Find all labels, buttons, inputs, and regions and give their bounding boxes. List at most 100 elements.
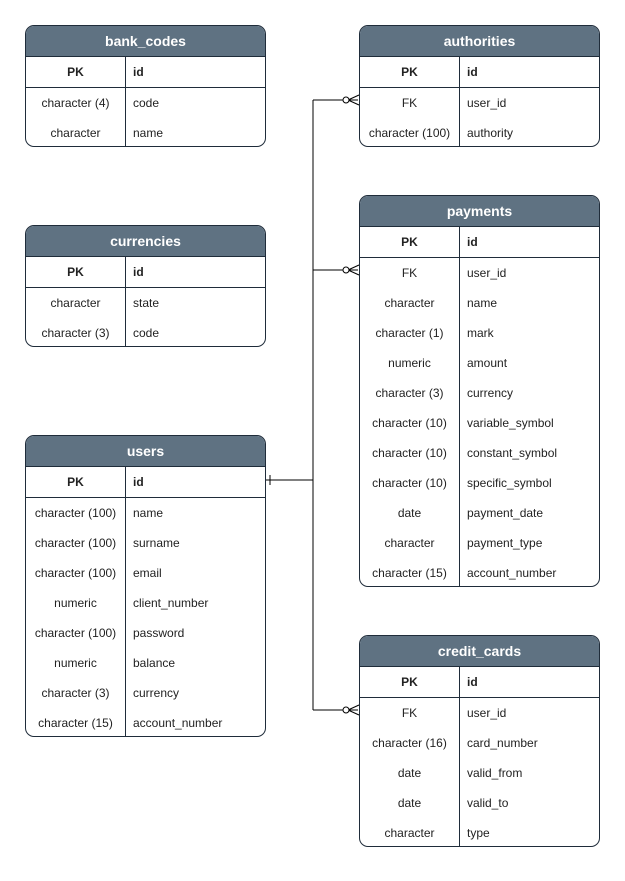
optional-marker-authorities [342, 96, 350, 104]
column-name: account_number [467, 566, 557, 580]
column-divider [125, 466, 126, 736]
column-name: valid_to [467, 796, 509, 810]
column-name: constant_symbol [467, 446, 558, 460]
column-name: specific_symbol [467, 476, 552, 490]
column-type: character (100) [34, 566, 117, 580]
column-type: character [384, 536, 435, 550]
column-type: numeric [54, 656, 97, 670]
column-name: id [467, 675, 478, 689]
column-type: PK [67, 265, 84, 279]
optional-marker-credit-cards [342, 706, 350, 714]
column-name: id [467, 65, 478, 79]
connector-users-trunk [266, 100, 314, 710]
column-row: character payment_type [360, 528, 599, 558]
crowfoot-credit-cards [347, 704, 360, 716]
column-name: name [467, 296, 498, 310]
column-type: PK [401, 235, 418, 249]
column-name: authority [467, 126, 514, 140]
column-name: code [133, 326, 160, 340]
column-type: FK [401, 266, 418, 280]
column-type: character (100) [368, 126, 451, 140]
column-divider [459, 666, 460, 846]
column-type: character (3) [41, 686, 110, 700]
column-type: PK [401, 675, 418, 689]
column-name: amount [467, 356, 508, 370]
column-row: character (100) password [26, 618, 265, 648]
column-type: numeric [388, 356, 431, 370]
column-type: character (3) [41, 326, 110, 340]
column-type: character (4) [41, 96, 110, 110]
table-title: currencies [26, 226, 265, 257]
column-row: FK user_id [360, 698, 599, 728]
column-type: character [384, 296, 435, 310]
column-name: user_id [467, 96, 507, 110]
column-type: character (100) [34, 626, 117, 640]
column-type: character (15) [372, 566, 447, 580]
column-type: numeric [54, 596, 97, 610]
column-row: character (3)currency [360, 378, 599, 408]
column-row: character name [360, 288, 599, 318]
column-row: character type [360, 818, 599, 846]
column-type: date [397, 766, 422, 780]
column-type: character (3) [375, 386, 444, 400]
column-name: id [133, 475, 144, 489]
column-type: character (10) [372, 476, 447, 490]
column-name: name [133, 506, 164, 520]
column-row: FK user_id [360, 88, 599, 118]
column-name: id [133, 65, 144, 79]
column-name: user_id [467, 706, 507, 720]
column-type: FK [401, 706, 418, 720]
column-type: character (100) [34, 506, 117, 520]
column-row: character (100) email [26, 558, 265, 588]
column-name: account_number [133, 716, 223, 730]
column-name: mark [467, 326, 494, 340]
column-name: variable_symbol [467, 416, 554, 430]
table-title: credit_cards [360, 636, 599, 667]
column-row: character (10)variable_symbol [360, 408, 599, 438]
column-name: payment_date [467, 506, 544, 520]
column-type: PK [67, 65, 84, 79]
column-type: date [397, 796, 422, 810]
column-divider [459, 226, 460, 586]
column-name: code [133, 96, 160, 110]
column-name: user_id [467, 266, 507, 280]
column-row: character (3)currency [26, 678, 265, 708]
column-row: date valid_to [360, 788, 599, 818]
column-type: FK [401, 96, 418, 110]
column-row: date payment_date [360, 498, 599, 528]
column-row: character (15) account_number [360, 558, 599, 586]
column-name: name [133, 126, 164, 140]
table-title: payments [360, 196, 599, 227]
column-divider [459, 56, 460, 146]
column-row: character (4) code [26, 88, 265, 118]
column-row: character (3) code [26, 318, 265, 346]
column-name: state [133, 296, 160, 310]
column-row: character (100) name [26, 498, 265, 528]
column-name: surname [133, 536, 180, 550]
column-name: email [133, 566, 162, 580]
column-row: character (1)mark [360, 318, 599, 348]
column-name: password [133, 626, 185, 640]
column-type: date [397, 506, 422, 520]
column-type: PK [401, 65, 418, 79]
column-type: character [50, 296, 101, 310]
column-row: character (16)card_number [360, 728, 599, 758]
column-row: character (15)account_number [26, 708, 265, 736]
optional-marker-payments [342, 266, 350, 274]
column-type: character [384, 826, 435, 840]
column-name: type [467, 826, 490, 840]
crowfoot-authorities [347, 94, 360, 106]
column-name: balance [133, 656, 176, 670]
column-name: payment_type [467, 536, 543, 550]
column-row: numeric amount [360, 348, 599, 378]
column-name: id [133, 265, 144, 279]
